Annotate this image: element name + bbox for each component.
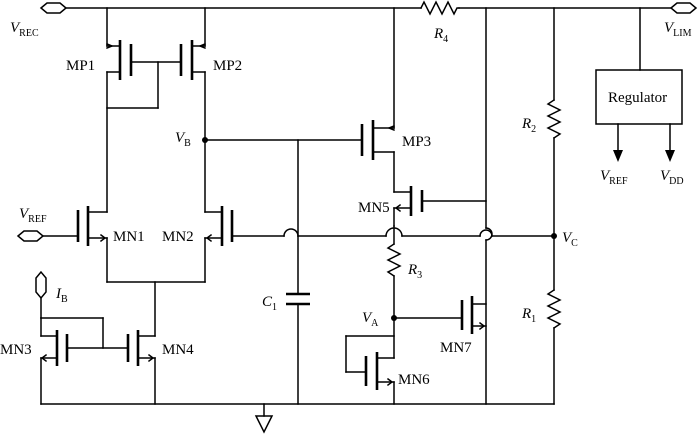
label-vdd-out: VDD bbox=[660, 168, 684, 187]
label-mn3: MN3 bbox=[0, 342, 32, 358]
ib-terminal bbox=[35, 270, 47, 319]
label-mp1: MP1 bbox=[66, 58, 95, 74]
label-vref-out: VREF bbox=[600, 168, 628, 187]
label-mp3: MP3 bbox=[402, 134, 431, 150]
vlim-inner-rail bbox=[485, 7, 493, 405]
vb-net bbox=[202, 137, 363, 295]
transistor-mn4 bbox=[126, 330, 156, 405]
label-vrec: VREC bbox=[10, 20, 39, 39]
ground-rail bbox=[40, 403, 555, 434]
label-mn5: MN5 bbox=[358, 200, 390, 216]
vrec-terminal bbox=[39, 2, 68, 14]
label-ib: IB bbox=[55, 286, 68, 305]
transistor-mp1 bbox=[106, 7, 133, 213]
resistor-r2 bbox=[546, 7, 562, 237]
label-r3: R3 bbox=[407, 262, 422, 281]
va-node bbox=[391, 315, 463, 321]
resistor-r4 bbox=[419, 0, 460, 16]
regulator-block bbox=[595, 7, 683, 162]
label-regulator: Regulator bbox=[608, 90, 667, 106]
label-mn2: MN2 bbox=[162, 229, 194, 245]
label-c1: C1 bbox=[262, 294, 277, 313]
vlim-terminal bbox=[669, 2, 698, 14]
transistor-mn5 bbox=[393, 186, 487, 227]
transistor-mn6 bbox=[345, 317, 395, 405]
resistor-r1 bbox=[546, 235, 562, 405]
label-vc: VC bbox=[562, 230, 578, 249]
label-mn7: MN7 bbox=[440, 340, 472, 356]
label-r1: R1 bbox=[521, 306, 536, 325]
transistor-mp2 bbox=[179, 7, 206, 213]
label-vb: VB bbox=[175, 130, 191, 149]
mirror-gate-link bbox=[106, 61, 182, 109]
vref-input bbox=[16, 230, 79, 242]
label-mn1: MN1 bbox=[113, 229, 145, 245]
transistor-mn7 bbox=[460, 296, 487, 334]
capacitor-c1 bbox=[286, 292, 310, 405]
label-vlim: VLIM bbox=[664, 20, 692, 39]
transistor-mn3 bbox=[40, 317, 69, 405]
label-va: VA bbox=[362, 310, 379, 329]
label-mn6: MN6 bbox=[398, 372, 430, 388]
transistor-mn2 bbox=[204, 206, 234, 283]
label-vref-in: VREF bbox=[19, 206, 47, 225]
label-mn4: MN4 bbox=[162, 342, 194, 358]
label-r2: R2 bbox=[521, 116, 536, 135]
mn3-mn4-gate-link bbox=[40, 317, 129, 349]
transistor-mn1 bbox=[76, 206, 108, 283]
label-mp2: MP2 bbox=[213, 58, 242, 74]
resistor-r3 bbox=[386, 225, 402, 319]
transistor-mp3 bbox=[360, 7, 395, 193]
label-r4: R4 bbox=[433, 26, 448, 45]
